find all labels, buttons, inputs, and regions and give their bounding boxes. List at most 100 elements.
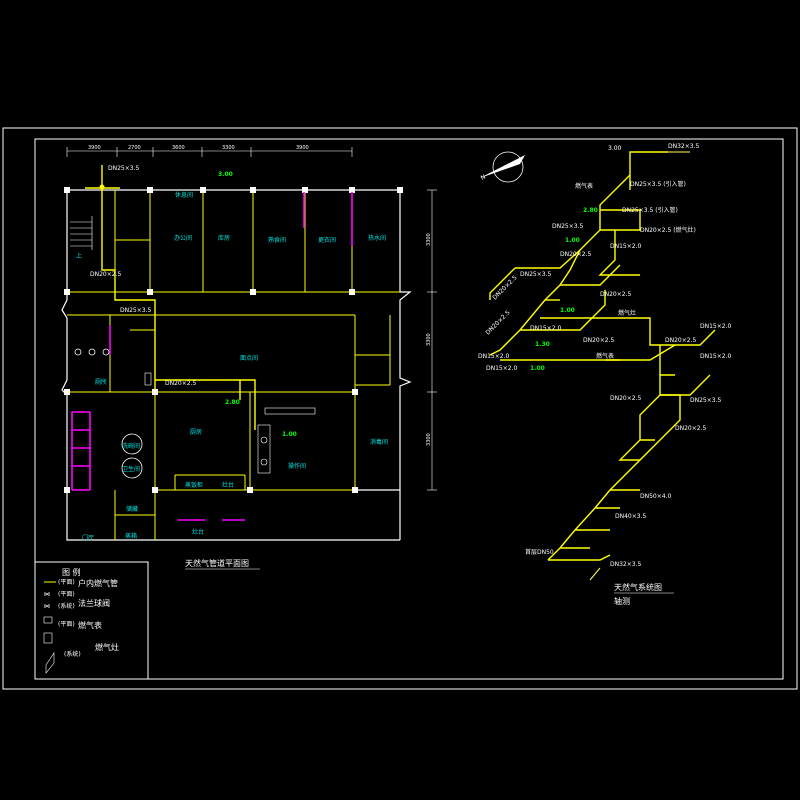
sys-label-27: DN20×2.5 <box>665 337 696 344</box>
legend-valve-sys-icon: ⋈ <box>44 603 50 610</box>
room-label-5: 更衣间 <box>318 236 336 244</box>
legend: 图 例 (平面) 户内燃气管 ⋈ (平面) 法兰球阀 ⋈ (系统) (平面) 燃… <box>34 561 149 680</box>
room-label-19: 灶台 <box>192 528 204 536</box>
sys-label-31: 首层DN50 <box>525 548 554 556</box>
plan-title: 天然气管道平面图 <box>185 558 249 568</box>
dim-top-2: 2700 <box>128 145 141 151</box>
sys-label-8: DN20×2.5 (燃气灶) <box>640 226 696 234</box>
room-label-14: 储藏 <box>126 505 138 513</box>
legend-sym-4: (平面) <box>58 621 75 628</box>
north-label: N <box>480 173 487 181</box>
sys-label-4: 燃气表 <box>575 182 593 190</box>
sys-label-14: DN20×2.5 <box>600 291 631 298</box>
room-label-17: 蒸饭柜 <box>185 481 203 489</box>
room-label-6: 热水间 <box>368 234 386 242</box>
legend-title: 图 例 <box>62 567 81 577</box>
plan-fixtures <box>74 348 316 479</box>
inner-frame <box>34 138 784 680</box>
room-label-1: 休息间 <box>175 191 193 199</box>
north-arrow: N <box>480 151 525 183</box>
plan-pipe-label-a: DN25×3.5 <box>108 165 139 172</box>
sys-label-32: DN50×4.0 <box>640 493 671 500</box>
system-pipes <box>489 151 716 581</box>
top-dimension-line: 3900 2700 3600 3300 3900 <box>66 145 353 157</box>
sys-label-11: DN15×2.0 <box>610 243 641 250</box>
dim-top-4: 3300 <box>222 145 235 151</box>
gas-meter-sys-icon <box>43 632 53 644</box>
sys-label-6: 2.80 <box>583 207 598 214</box>
sys-label-1: 3.00 <box>608 145 622 152</box>
plan-pipe-label-d: DN20×2.5 <box>90 271 121 278</box>
room-label-18: 灶台 <box>222 481 234 489</box>
legend-desc-5: 燃气灶 <box>95 642 119 652</box>
outer-frame <box>2 127 798 690</box>
sys-label-25: DN15×2.0 <box>700 323 731 330</box>
legend-desc-4: 燃气表 <box>78 620 102 630</box>
legend-desc-2: 法兰球阀 <box>78 598 110 608</box>
room-label-2: 库房 <box>218 234 230 242</box>
dim-top-1: 3900 <box>88 145 101 151</box>
legend-box <box>34 561 149 680</box>
sys-label-23: DN20×2.5 <box>583 337 614 344</box>
sys-label-5: DN25×3.5 (引入管) <box>622 206 678 214</box>
system-labels: 3.00 DN32×3.5 DN25×3.5 (引入管) 燃气表 DN25×3.… <box>478 143 731 568</box>
room-label-7: 厨房 <box>190 428 202 436</box>
legend-desc-1: 户内燃气管 <box>78 578 118 588</box>
plan-partitions <box>71 192 353 521</box>
sys-label-26: DN15×2.0 <box>700 353 731 360</box>
system-title: 天然气系统图 <box>614 582 662 592</box>
room-label-4: 熟食间 <box>268 236 286 244</box>
room-label-10: 消毒间 <box>370 438 388 446</box>
sys-label-12: DN25×3.5 <box>520 271 551 278</box>
plan-elev-2: 1.00 <box>282 431 297 438</box>
plan-pipe-label-c: DN20×2.5 <box>165 380 196 387</box>
plan-columns <box>64 187 403 493</box>
room-label-15: 门厅 <box>82 534 94 542</box>
legend-sym-1: (平面) <box>58 579 75 586</box>
sys-label-15: 1.00 <box>560 307 575 314</box>
dim-top-5: 3900 <box>296 145 309 151</box>
legend-valve-icon: ⋈ <box>44 591 50 598</box>
sys-label-29: DN20×2.5 <box>610 395 641 402</box>
sys-label-17: DN15×2.0 <box>530 325 561 332</box>
plan-room-labels: 休息间 库房 办公间 熟食间 更衣间 热水间 厨房 操作间 厕所 消毒间 面点间… <box>76 191 388 542</box>
plan-gas-pipe <box>85 165 256 430</box>
sys-label-28: DN25×3.5 <box>690 397 721 404</box>
system-subtitle: 轴测 <box>614 596 630 606</box>
sys-label-30: DN20×2.5 <box>675 425 706 432</box>
sys-label-16: DN20×2.5 <box>484 309 511 336</box>
plan-annotations: DN25×3.5 DN25×3.5 DN20×2.5 DN20×2.5 3.00… <box>90 165 297 438</box>
sys-label-9: 1.00 <box>565 237 580 244</box>
gas-meter-icon <box>43 616 53 624</box>
sys-label-21: DN15×2.0 <box>486 365 517 372</box>
room-label-11: 面点间 <box>240 354 258 362</box>
plan-elev-3: 2.80 <box>225 399 240 406</box>
dim-top-3: 3600 <box>172 145 185 151</box>
sys-label-2: DN32×3.5 <box>668 143 699 150</box>
sys-label-10: DN20×2.5 <box>560 251 591 258</box>
legend-sym-5: (系统) <box>64 650 81 658</box>
sys-label-18: 1.30 <box>535 341 550 348</box>
room-label-20: 上 <box>76 252 82 260</box>
room-label-16: 蒸箱 <box>125 532 137 540</box>
plan-stair <box>70 216 93 250</box>
room-label-8: 操作间 <box>288 462 306 470</box>
dim-right-2: 3300 <box>426 333 432 346</box>
dim-right-3: 3300 <box>426 433 432 446</box>
plan-pipe-label-b: DN25×3.5 <box>120 307 151 314</box>
legend-sym-2: (平面) <box>58 591 75 598</box>
room-label-13: 卫生间 <box>122 465 140 473</box>
sys-label-7: DN25×3.5 <box>552 223 583 230</box>
sys-label-22: 1.00 <box>530 365 545 372</box>
sys-label-24: 燃气表 <box>596 352 614 360</box>
sys-label-19: DN15×2.0 <box>478 353 509 360</box>
sys-label-33: DN40×3.5 <box>615 513 646 520</box>
sys-label-34: DN32×3.5 <box>610 561 641 568</box>
stove-icon <box>45 652 55 674</box>
right-dimension-line: 3300 3300 3300 <box>426 189 437 491</box>
sys-label-20: 燃气灶 <box>618 309 636 317</box>
room-label-3: 办公间 <box>174 234 192 242</box>
room-label-12: 洗碗间 <box>122 442 140 450</box>
dim-right-1: 3300 <box>426 233 432 246</box>
